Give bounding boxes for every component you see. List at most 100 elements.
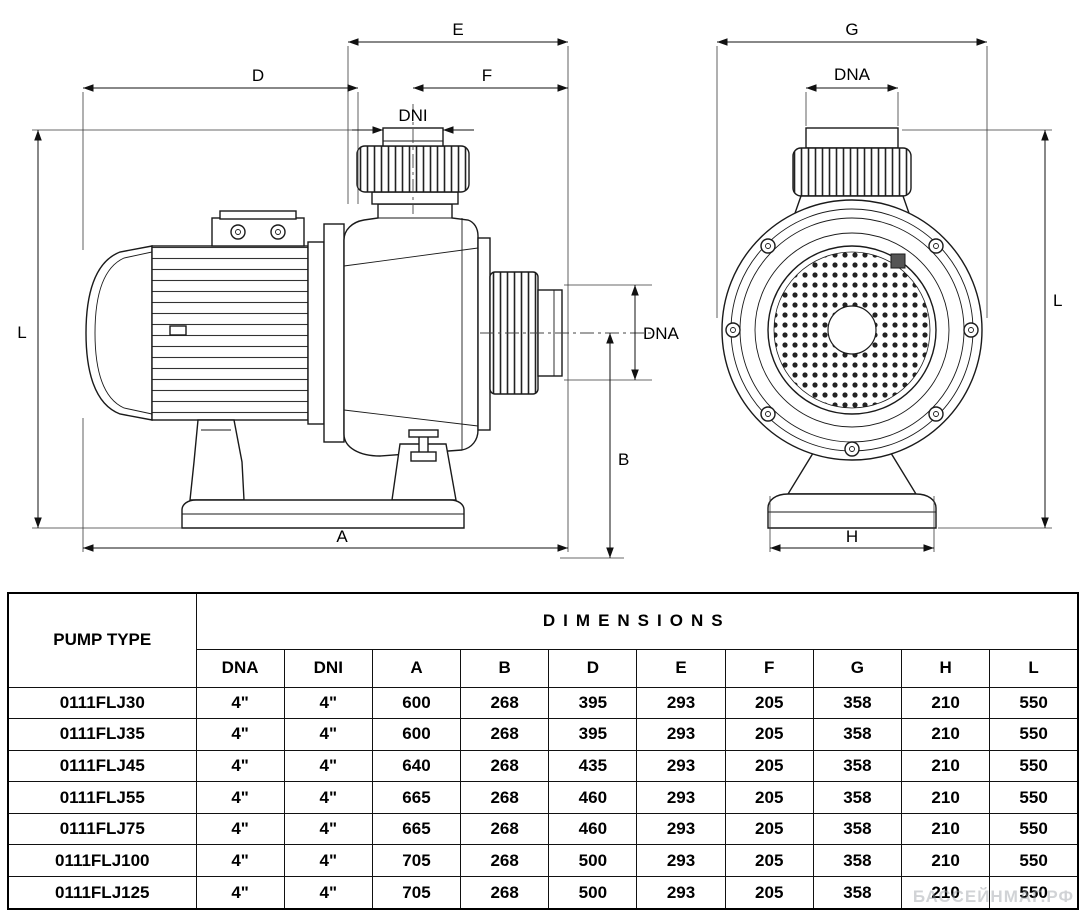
pump-type-cell: 0111FLJ75 xyxy=(7,812,197,846)
column-header-d: D xyxy=(548,648,638,688)
dim-value-cell: 210 xyxy=(900,876,991,910)
dim-value-cell: 210 xyxy=(900,812,991,846)
dim-value-cell: 210 xyxy=(900,718,991,751)
pump-technical-drawing: E D F DNI L DNA B A xyxy=(17,20,1062,559)
dim-value-cell: 4" xyxy=(195,812,285,846)
dim-value-cell: 293 xyxy=(636,749,726,783)
dim-value-cell: 210 xyxy=(900,844,991,878)
dim-value-cell: 205 xyxy=(724,718,814,751)
dim-value-cell: 210 xyxy=(900,781,991,814)
dim-value-cell: 205 xyxy=(724,812,814,846)
front-base xyxy=(767,493,937,529)
column-header-g: G xyxy=(812,648,903,688)
dim-value-cell: 205 xyxy=(724,686,814,720)
dim-value-cell: 293 xyxy=(636,876,726,910)
dim-value-cell: 395 xyxy=(548,718,638,751)
dim-value-cell: 205 xyxy=(724,844,814,878)
dim-value-cell: 640 xyxy=(371,749,462,783)
column-header-l: L xyxy=(989,648,1079,688)
motor-foot xyxy=(189,419,245,501)
column-header-dni: DNI xyxy=(283,648,373,688)
dim-label-dna-front: DNA xyxy=(834,65,871,84)
dim-value-cell: 205 xyxy=(724,876,814,910)
dim-value-cell: 358 xyxy=(812,812,903,846)
pump-side-view: E D F DNI L DNA B A xyxy=(17,20,680,559)
dim-value-cell: 460 xyxy=(548,781,638,814)
dim-value-cell: 600 xyxy=(371,718,462,751)
dim-value-cell: 550 xyxy=(989,686,1079,720)
dim-value-cell: 500 xyxy=(548,876,638,910)
pump-front-view: G DNA L H xyxy=(716,20,1062,552)
dim-value-cell: 550 xyxy=(989,844,1079,878)
pump-type-cell: 0111FLJ100 xyxy=(7,844,197,878)
dim-value-cell: 268 xyxy=(460,781,550,814)
table-row: 0111FLJ125 4" 4" 705 268 500 293 205 358… xyxy=(7,876,1079,910)
dim-value-cell: 4" xyxy=(283,686,373,720)
dim-value-cell: 358 xyxy=(812,718,903,751)
dim-value-cell: 293 xyxy=(636,718,726,751)
dim-label-f: F xyxy=(482,66,492,85)
dim-label-h: H xyxy=(846,527,858,546)
dim-value-cell: 395 xyxy=(548,686,638,720)
dimensions-table-wrap: PUMP TYPE DIMENSIONS DNA DNI A B D E F G… xyxy=(7,592,1079,910)
dim-value-cell: 4" xyxy=(283,844,373,878)
dim-value-cell: 4" xyxy=(195,781,285,814)
dim-label-l-front: L xyxy=(1053,291,1062,310)
dim-value-cell: 665 xyxy=(371,781,462,814)
dim-value-cell: 358 xyxy=(812,781,903,814)
pump-type-header: PUMP TYPE xyxy=(7,592,197,688)
dim-value-cell: 550 xyxy=(989,812,1079,846)
pump-type-cell: 0111FLJ30 xyxy=(7,686,197,720)
dim-value-cell: 705 xyxy=(371,844,462,878)
column-header-h: H xyxy=(900,648,991,688)
dim-value-cell: 205 xyxy=(724,749,814,783)
pump-type-cell: 0111FLJ45 xyxy=(7,749,197,783)
column-header-b: B xyxy=(460,648,550,688)
pump-type-cell: 0111FLJ125 xyxy=(7,876,197,910)
column-header-e: E xyxy=(636,648,726,688)
dim-value-cell: 293 xyxy=(636,686,726,720)
dim-value-cell: 293 xyxy=(636,781,726,814)
front-coupling-nut xyxy=(792,147,912,197)
dim-value-cell: 4" xyxy=(195,844,285,878)
dim-value-cell: 210 xyxy=(900,749,991,783)
dim-value-cell: 268 xyxy=(460,812,550,846)
dim-value-cell: 268 xyxy=(460,686,550,720)
lid-clip xyxy=(890,253,906,269)
dim-value-cell: 4" xyxy=(195,686,285,720)
table-row: 0111FLJ75 4" 4" 665 268 460 293 205 358 … xyxy=(7,812,1079,846)
dim-value-cell: 358 xyxy=(812,876,903,910)
dim-value-cell: 358 xyxy=(812,844,903,878)
dim-value-cell: 4" xyxy=(283,812,373,846)
pump-foot xyxy=(391,443,457,501)
dim-label-b: B xyxy=(618,450,629,469)
column-header-dna: DNA xyxy=(195,648,285,688)
dim-value-cell: 268 xyxy=(460,749,550,783)
column-header-f: F xyxy=(724,648,814,688)
dim-value-cell: 500 xyxy=(548,844,638,878)
dim-label-dni: DNI xyxy=(398,106,427,125)
table-row: 0111FLJ100 4" 4" 705 268 500 293 205 358… xyxy=(7,844,1079,878)
housing-bolts xyxy=(725,238,979,457)
dim-value-cell: 550 xyxy=(989,749,1079,783)
dim-label-d: D xyxy=(252,66,264,85)
dim-value-cell: 460 xyxy=(548,812,638,846)
pump-type-cell: 0111FLJ35 xyxy=(7,718,197,751)
dim-value-cell: 435 xyxy=(548,749,638,783)
dim-value-cell: 205 xyxy=(724,781,814,814)
dim-label-l-side: L xyxy=(17,323,26,342)
dim-value-cell: 4" xyxy=(195,718,285,751)
dim-label-g: G xyxy=(845,20,858,39)
dim-value-cell: 358 xyxy=(812,749,903,783)
dim-label-e: E xyxy=(452,20,463,39)
dim-value-cell: 268 xyxy=(460,844,550,878)
dim-value-cell: 268 xyxy=(460,876,550,910)
table-row: 0111FLJ45 4" 4" 640 268 435 293 205 358 … xyxy=(7,749,1079,783)
dim-value-cell: 210 xyxy=(900,686,991,720)
dim-value-cell: 4" xyxy=(195,876,285,910)
dim-value-cell: 4" xyxy=(195,749,285,783)
dim-value-cell: 358 xyxy=(812,686,903,720)
dim-label-a: A xyxy=(336,527,348,546)
pump-type-cell: 0111FLJ55 xyxy=(7,781,197,814)
